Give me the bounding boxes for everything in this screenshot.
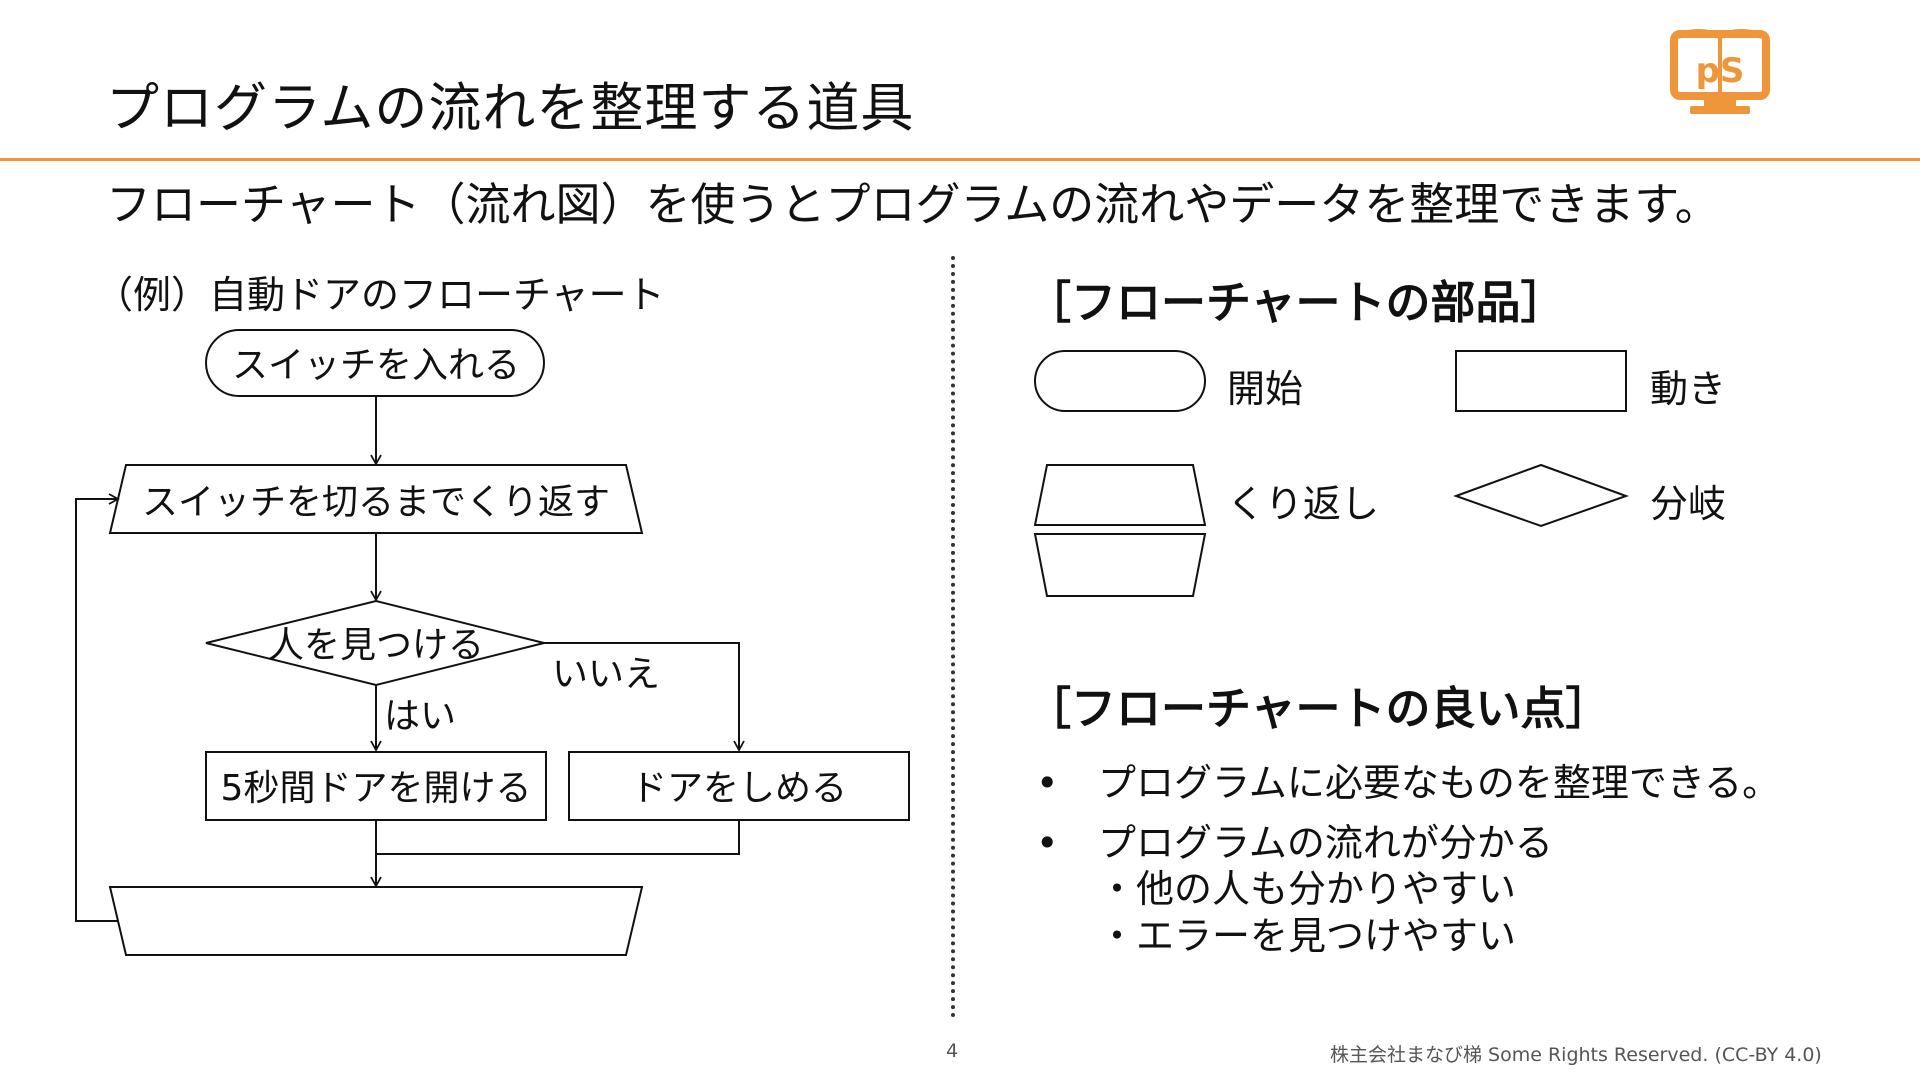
legend-branch-shape (1453, 463, 1629, 528)
action-open-door (205, 751, 547, 821)
legend-loop-end-shape (1033, 533, 1207, 597)
copyright-notice: 株主会社まなび梯 Some Rights Reserved. (CC-BY 4.… (1330, 1044, 1822, 1066)
example-flowchart: スイッチを入れる スイッチを切るまでくり返す 人を見つける はい いいえ 5秒間… (75, 329, 910, 956)
logo-text: pS (1696, 51, 1745, 91)
action-yes-label: 5秒間ドアを開ける (221, 768, 532, 809)
slide-title: プログラムの流れを整理する道具 (106, 78, 915, 139)
merit-subitem: ・エラーを見つけやすい (1098, 914, 1517, 958)
example-title: （例）自動ドアのフローチャート (95, 273, 665, 317)
merits-heading: ［フローチャートの良い点］ (1026, 682, 1611, 735)
merge-line (376, 820, 740, 855)
merit-item-text: プログラムに必要なものを整理できる。 (1098, 761, 1781, 805)
loop-back-arrow (75, 493, 120, 922)
loop-label: スイッチを切るまでくり返す (142, 482, 610, 523)
bullet-icon: • (1036, 821, 1059, 865)
parts-heading: ［フローチャートの部品］ (1026, 276, 1566, 329)
legend-action-shape (1455, 350, 1627, 412)
legend-action-label: 動き (1650, 367, 1727, 411)
loop-start-shape (108, 464, 644, 534)
bullet-icon: • (1036, 761, 1059, 805)
yes-label: はい (384, 696, 456, 737)
loop-end-shape (108, 886, 644, 956)
no-label: いいえ (552, 654, 660, 695)
slide-subtitle: フローチャート（流れ図）を使うとプログラムの流れやデータを整理できます。 (106, 178, 1720, 231)
decision-label: 人を見つける (268, 625, 484, 666)
merit-item: • プログラムの流れが分かる (1036, 812, 1553, 867)
start-label: スイッチを入れる (232, 345, 520, 386)
action-close-door (568, 751, 910, 821)
legend-loop-start-shape (1033, 464, 1207, 526)
legend-start-shape (1034, 350, 1206, 412)
legend-branch-label: 分岐 (1650, 482, 1727, 526)
column-divider (951, 256, 955, 1018)
legend-start-label: 開始 (1227, 367, 1304, 411)
page-number: 4 (946, 1040, 959, 1062)
monitor-book-logo-icon: pS (1670, 29, 1770, 114)
header-divider (0, 158, 1920, 161)
legend-loop-label: くり返し (1227, 482, 1380, 526)
no-arrow (544, 642, 745, 752)
merit-subitem: ・他の人も分かりやすい (1098, 867, 1517, 911)
merit-item-text: プログラムの流れが分かる (1098, 821, 1553, 865)
parts-legend (1033, 350, 1629, 597)
action-no-label: ドアをしめる (631, 768, 847, 809)
merit-item: • プログラムに必要なものを整理できる。 (1036, 752, 1780, 807)
